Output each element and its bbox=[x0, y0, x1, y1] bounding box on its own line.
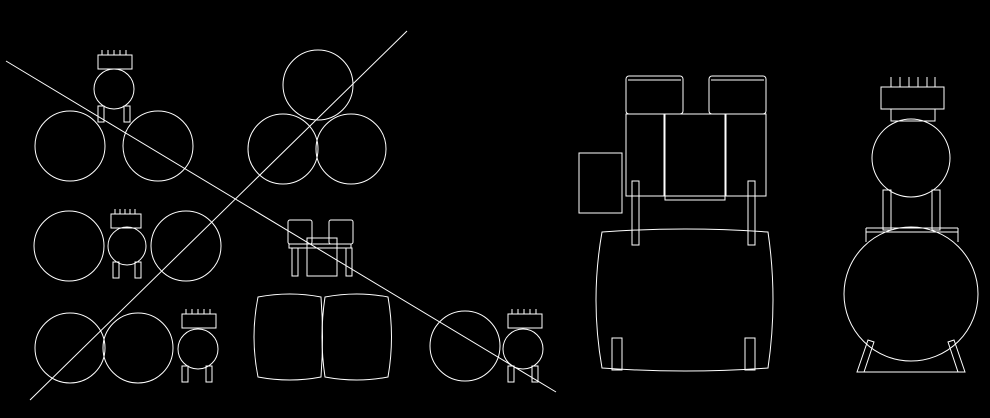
cross-out-line bbox=[30, 31, 407, 400]
tank-circle bbox=[151, 211, 221, 281]
tank-foot bbox=[612, 338, 622, 370]
tank-circle bbox=[430, 311, 500, 381]
tank-circle bbox=[123, 111, 193, 181]
layout-tank-compressor-side bbox=[430, 309, 543, 382]
compressor-small bbox=[503, 309, 543, 382]
mount-leg bbox=[748, 181, 755, 245]
support-leg bbox=[883, 190, 891, 230]
tank-circle bbox=[34, 211, 104, 281]
mount-leg bbox=[632, 181, 639, 245]
drawing-lines bbox=[6, 31, 978, 400]
tank-circle bbox=[35, 111, 105, 181]
compressor-small bbox=[178, 309, 218, 382]
tank-circle bbox=[316, 114, 386, 184]
compressor-small bbox=[108, 209, 146, 278]
layout-three-tank-pyramid bbox=[248, 50, 386, 184]
motor-body bbox=[665, 114, 725, 200]
tank-circle bbox=[248, 114, 318, 184]
vertical-tank-circle bbox=[844, 227, 978, 361]
cross-out-line bbox=[6, 61, 556, 392]
compressor-small bbox=[94, 50, 134, 122]
motor-circle bbox=[872, 119, 950, 197]
barrel-tank bbox=[322, 294, 392, 380]
support-leg bbox=[932, 190, 940, 230]
layout-twin-tank-compressor-top bbox=[35, 50, 193, 181]
horizontal-tank bbox=[596, 229, 773, 371]
tank-circle bbox=[35, 313, 105, 383]
control-box bbox=[579, 153, 622, 213]
front-view-compressor bbox=[579, 76, 773, 371]
layout-twin-head-over-barrels bbox=[254, 220, 392, 380]
layout-two-tanks-compressor bbox=[35, 309, 218, 383]
layout-tank-compressor-tank bbox=[34, 209, 221, 281]
tank-foot bbox=[745, 338, 755, 370]
tank-circle bbox=[103, 313, 173, 383]
barrel-tank bbox=[254, 294, 323, 380]
side-view-compressor bbox=[844, 77, 978, 372]
tank-circle bbox=[283, 50, 353, 120]
compressor-twin-head bbox=[288, 220, 353, 276]
